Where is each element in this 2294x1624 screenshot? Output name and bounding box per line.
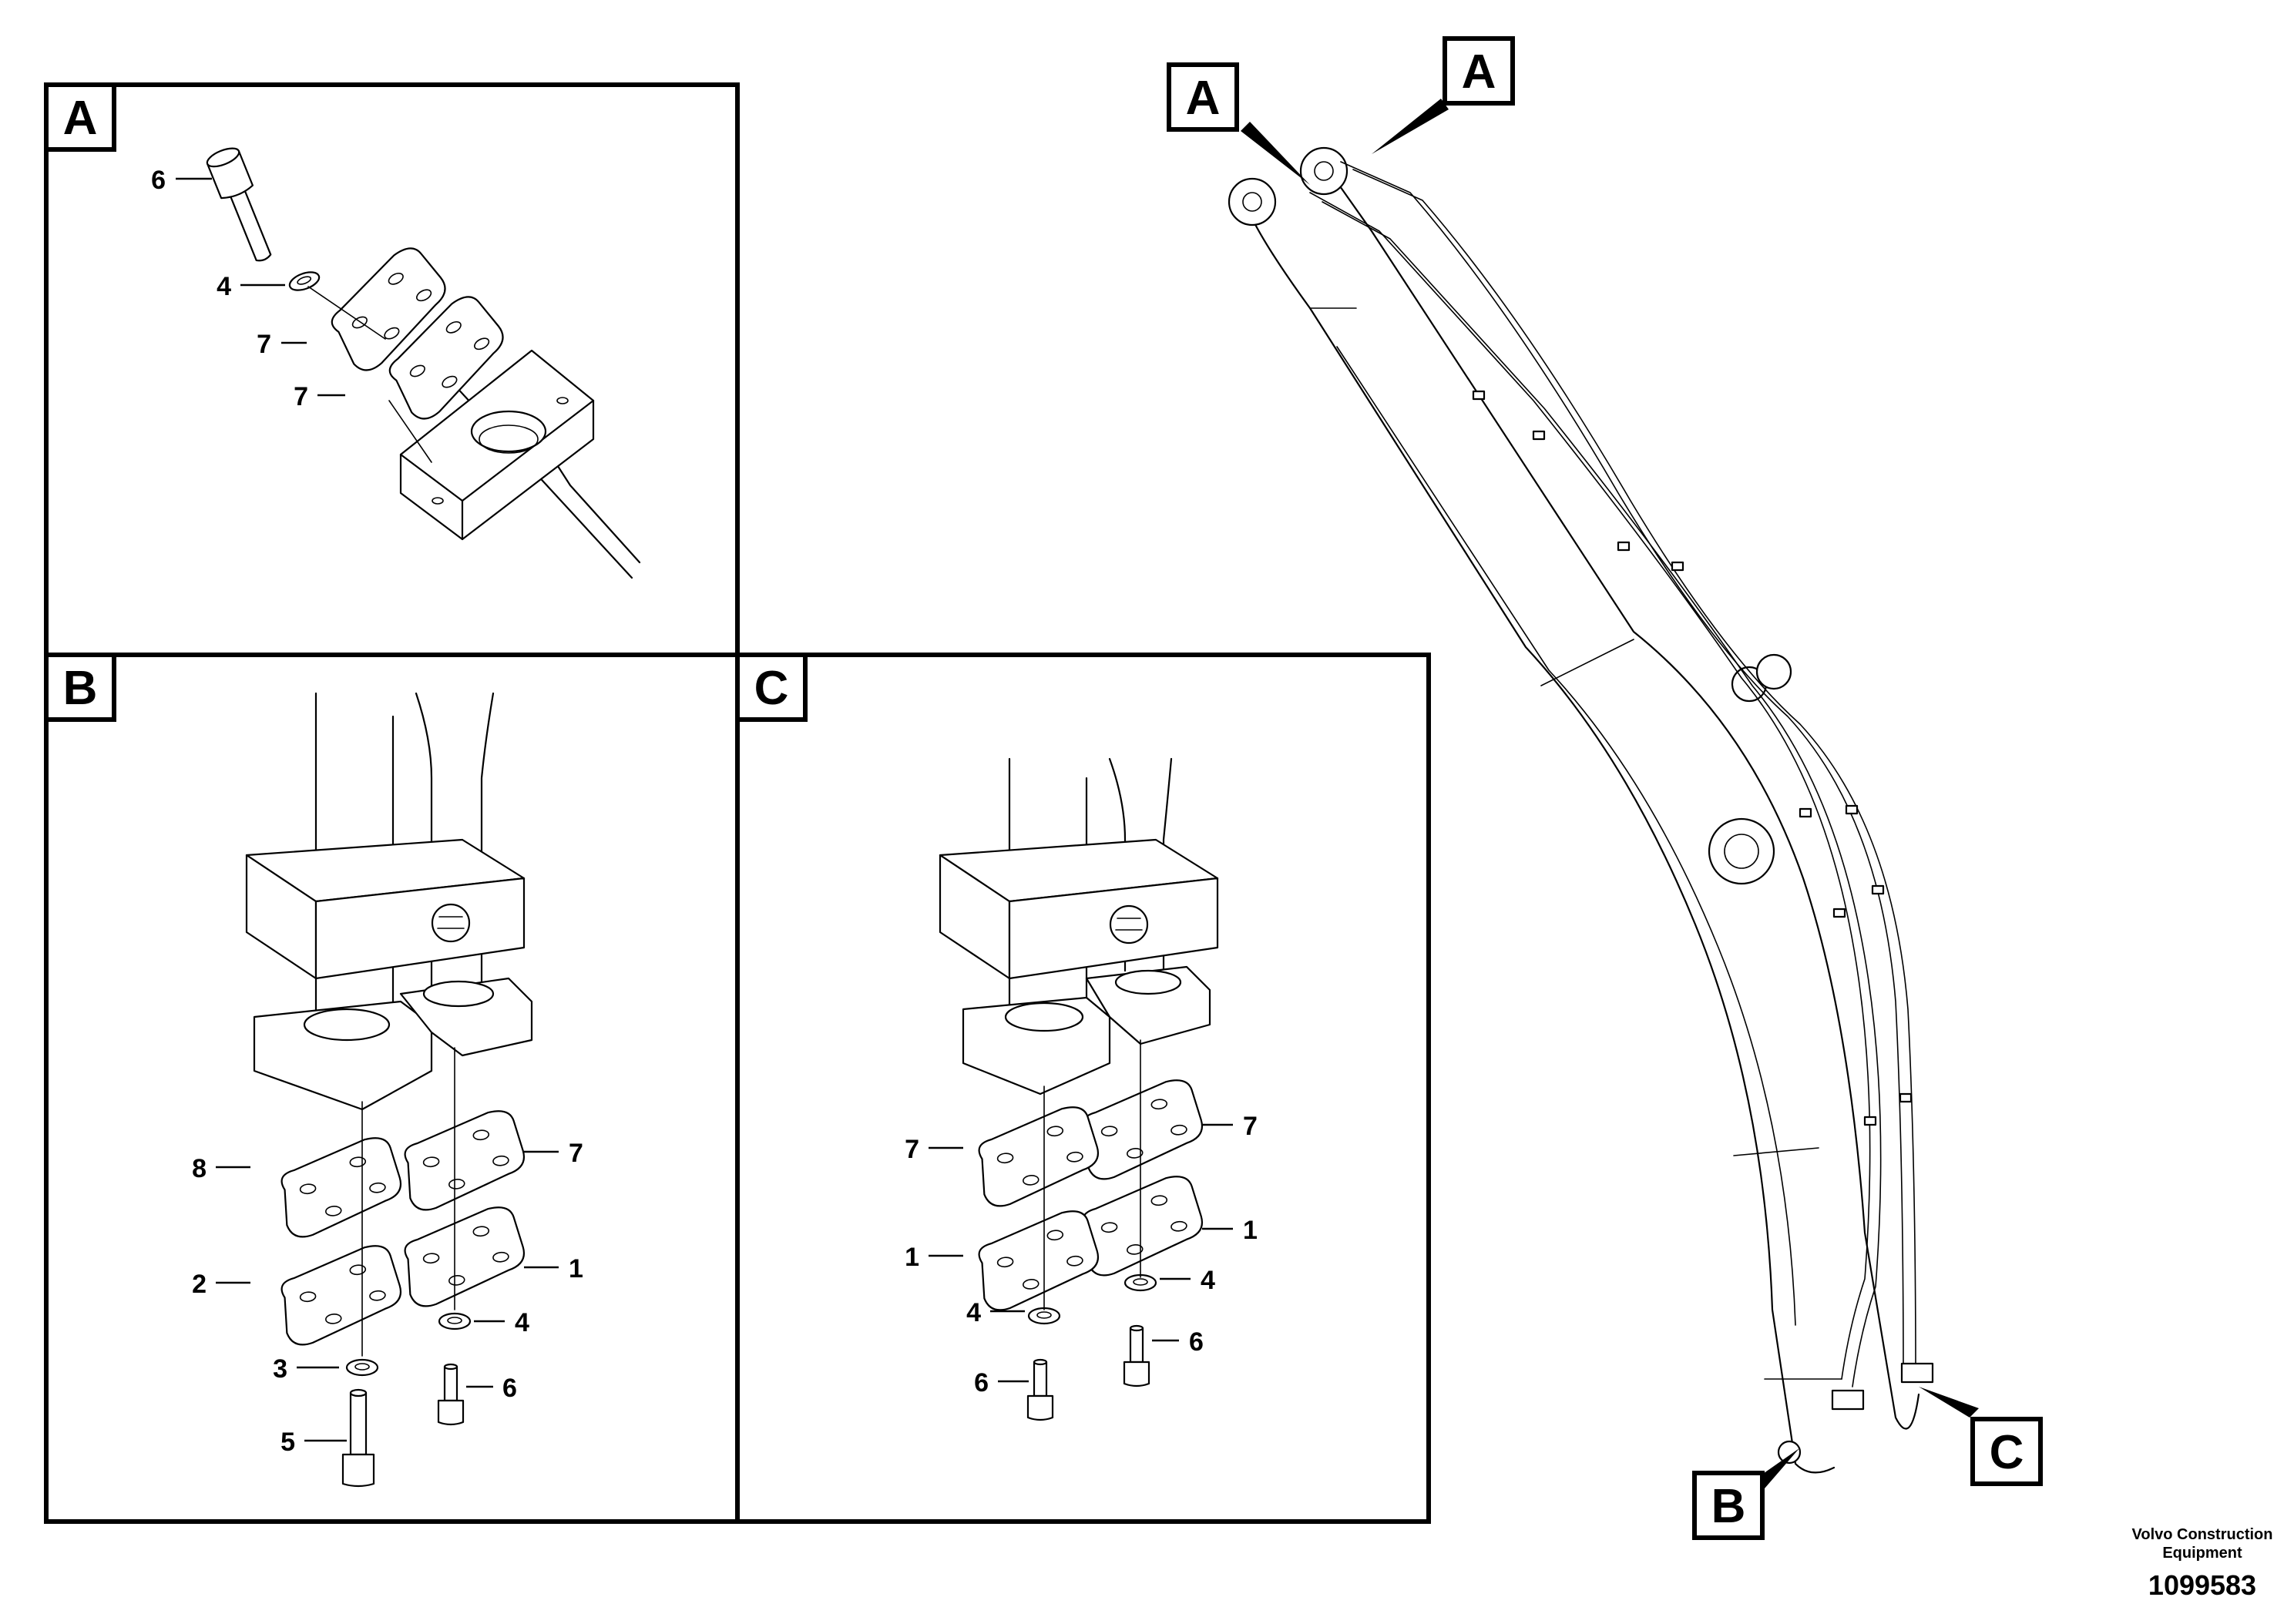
detail-b-callout-7: 7 xyxy=(569,1139,583,1168)
boom-mid-boss-2 xyxy=(1755,653,1792,690)
detail-b-plate-2 xyxy=(277,1243,406,1347)
pipe-clamp-marks xyxy=(1472,390,1913,1126)
detail-b-callout-1: 1 xyxy=(569,1254,583,1283)
boom-outer-edge xyxy=(1241,191,1836,1474)
connector-b xyxy=(1831,1389,1865,1411)
boom-section-lines xyxy=(1309,307,1842,1380)
detail-a-callout-4: 4 xyxy=(217,272,231,301)
detail-b-tag-box xyxy=(44,653,116,722)
detail-c-callout-4-right: 4 xyxy=(1201,1266,1215,1295)
connector-c xyxy=(1900,1362,1934,1384)
overview-tag-c-box xyxy=(1970,1417,2043,1486)
detail-a-tag-box xyxy=(44,82,116,152)
detail-c-callout-1-left: 1 xyxy=(905,1243,919,1272)
detail-b-callout-3: 3 xyxy=(273,1354,287,1384)
overview-tag-b: B xyxy=(1711,1480,1746,1533)
detail-c-callout-6-right: 6 xyxy=(1189,1327,1204,1357)
detail-c-callout-1-right: 1 xyxy=(1243,1216,1258,1245)
overview-tag-c: C xyxy=(1990,1426,2024,1479)
boom-inner-edge xyxy=(1324,164,1920,1430)
boom-edge-detail xyxy=(1336,346,1796,1326)
footer-block: Volvo Construction Equipment 1099583 xyxy=(2132,1526,2273,1601)
detail-b-bolt-5 xyxy=(341,1388,375,1488)
detail-c-frame xyxy=(735,653,1431,1524)
detail-b-plate-7 xyxy=(400,1108,529,1213)
detail-c-plate-1-right xyxy=(1078,1173,1207,1278)
detail-c-plate-7-right xyxy=(1078,1077,1207,1182)
detail-c-plate-7-left xyxy=(974,1104,1103,1209)
detail-c-callout-7-right: 7 xyxy=(1243,1112,1258,1141)
detail-b-pipe-2 xyxy=(415,692,495,995)
overview-tag-a-left-box xyxy=(1167,62,1239,132)
detail-c-callout-6-left: 6 xyxy=(974,1368,989,1398)
hydraulic-line-1 xyxy=(1309,192,1871,1380)
detail-c-washer-left xyxy=(1027,1307,1061,1325)
drawing-number: 1099583 xyxy=(2148,1569,2256,1601)
detail-a-washer xyxy=(286,267,323,295)
detail-a-callout-7-lower: 7 xyxy=(294,382,308,411)
detail-b-bolt-6 xyxy=(437,1363,465,1426)
company-name-line1: Volvo Construction xyxy=(2132,1526,2273,1543)
boom-pin-boss-right xyxy=(1299,146,1349,196)
overview-tag-a-left: A xyxy=(1186,72,1221,125)
detail-c-plate-1-left xyxy=(974,1208,1103,1313)
detail-a-bolt xyxy=(206,147,272,262)
detail-a-callout-7-upper: 7 xyxy=(257,330,271,359)
detail-b-callout-5: 5 xyxy=(280,1428,295,1457)
detail-c-clamp-bolt xyxy=(1109,904,1149,945)
detail-c-bolt-right xyxy=(1123,1324,1150,1387)
detail-b-callout-2: 2 xyxy=(192,1270,207,1299)
detail-c-callout-4-left: 4 xyxy=(966,1298,981,1327)
detail-c-callout-7-left: 7 xyxy=(905,1135,919,1164)
detail-b-panel: B xyxy=(44,653,740,1524)
detail-b-callout-8: 8 xyxy=(192,1154,207,1183)
detail-b-callout-6: 6 xyxy=(502,1374,517,1403)
boom-tip-pin xyxy=(1777,1440,1802,1465)
detail-c-tag: C xyxy=(754,662,789,715)
detail-b-plate-1 xyxy=(400,1204,529,1309)
hydraulic-line-4 xyxy=(1352,169,1916,1372)
overview-tag-a-right: A xyxy=(1462,45,1496,99)
detail-c-tag-box xyxy=(735,653,808,722)
detail-b-clamp-bolt xyxy=(431,903,471,943)
detail-a-flange-bore xyxy=(470,410,547,453)
boom-overview: A A B C xyxy=(1167,36,2043,1540)
detail-c-panel: C 7 7 1 1 4 4 6 6 xyxy=(735,653,1431,1524)
boom-pin-boss-left xyxy=(1228,177,1277,226)
hydraulic-line-2 xyxy=(1322,201,1882,1387)
detail-b-washer-3 xyxy=(345,1358,379,1377)
detail-b-plate-8 xyxy=(277,1135,406,1240)
detail-a-callout-6: 6 xyxy=(151,166,166,195)
detail-a-panel: A 6 4 7 7 xyxy=(44,82,740,657)
detail-b-washer-4 xyxy=(438,1312,472,1330)
boom-foot-boss xyxy=(1708,817,1775,885)
detail-c-bolt-left xyxy=(1026,1358,1054,1421)
detail-b-tag: B xyxy=(63,662,98,715)
detail-c-pipe-2 xyxy=(1108,757,1173,972)
detail-a-tag: A xyxy=(63,92,98,145)
detail-b-callout-4: 4 xyxy=(515,1308,529,1337)
hydraulic-line-3 xyxy=(1340,161,1904,1372)
company-name-line2: Equipment xyxy=(2162,1545,2242,1562)
overview-tag-b-box xyxy=(1692,1471,1765,1540)
overview-tag-a-right-box xyxy=(1443,36,1515,106)
